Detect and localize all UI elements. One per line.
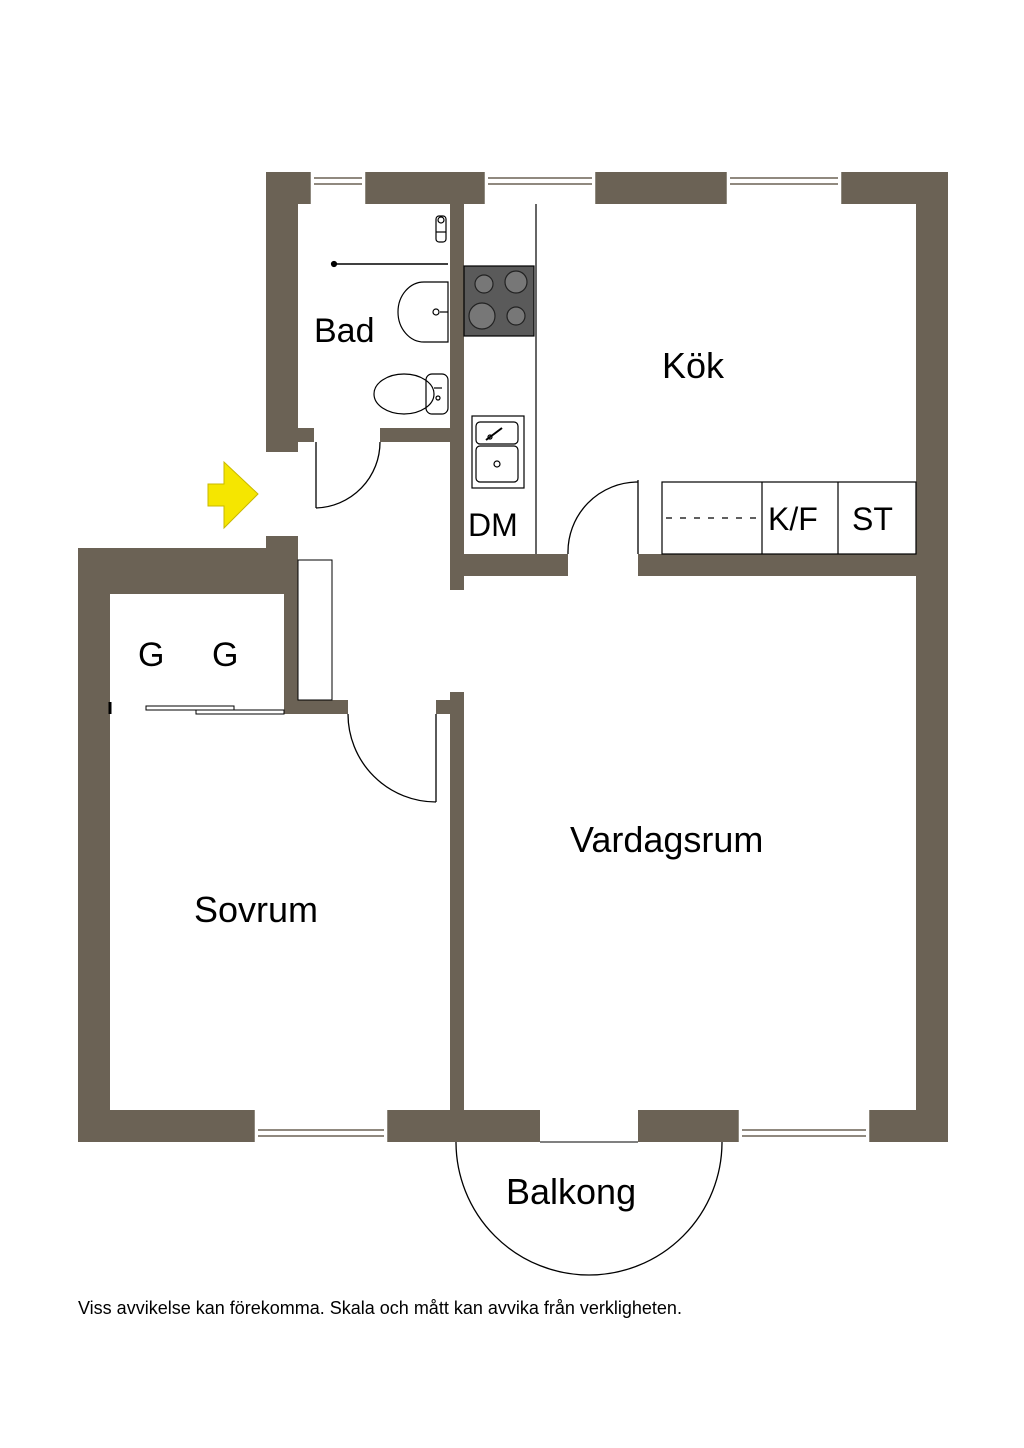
room-label-kok: Kök <box>662 345 725 386</box>
hall-closet <box>297 559 333 701</box>
kitchen-sink-icon <box>471 415 525 489</box>
toilet-icon <box>373 373 449 415</box>
sink-icon <box>397 281 449 343</box>
bathroom-fixtures <box>330 215 449 415</box>
room-label-dm: DM <box>468 507 518 543</box>
doors <box>315 441 723 1276</box>
shower-head-icon <box>435 215 447 243</box>
room-label-sovrum: Sovrum <box>194 889 318 930</box>
room-label-wardrobe-2: G <box>212 636 238 674</box>
room-label-st: ST <box>852 501 893 537</box>
wardrobe-doors <box>108 702 285 715</box>
disclaimer-text: Viss avvikelse kan förekomma. Skala och … <box>78 1298 682 1318</box>
room-label-wardrobe-1: G <box>138 636 164 674</box>
kitchen-fixtures <box>463 204 917 555</box>
room-label-vardagsrum: Vardagsrum <box>570 819 763 860</box>
room-label-bad: Bad <box>314 312 375 350</box>
room-label-kf: K/F <box>768 501 818 537</box>
room-label-balkong: Balkong <box>506 1171 636 1212</box>
windows <box>253 172 871 1142</box>
entrance-arrow-icon <box>207 460 259 530</box>
walls <box>78 172 948 1142</box>
